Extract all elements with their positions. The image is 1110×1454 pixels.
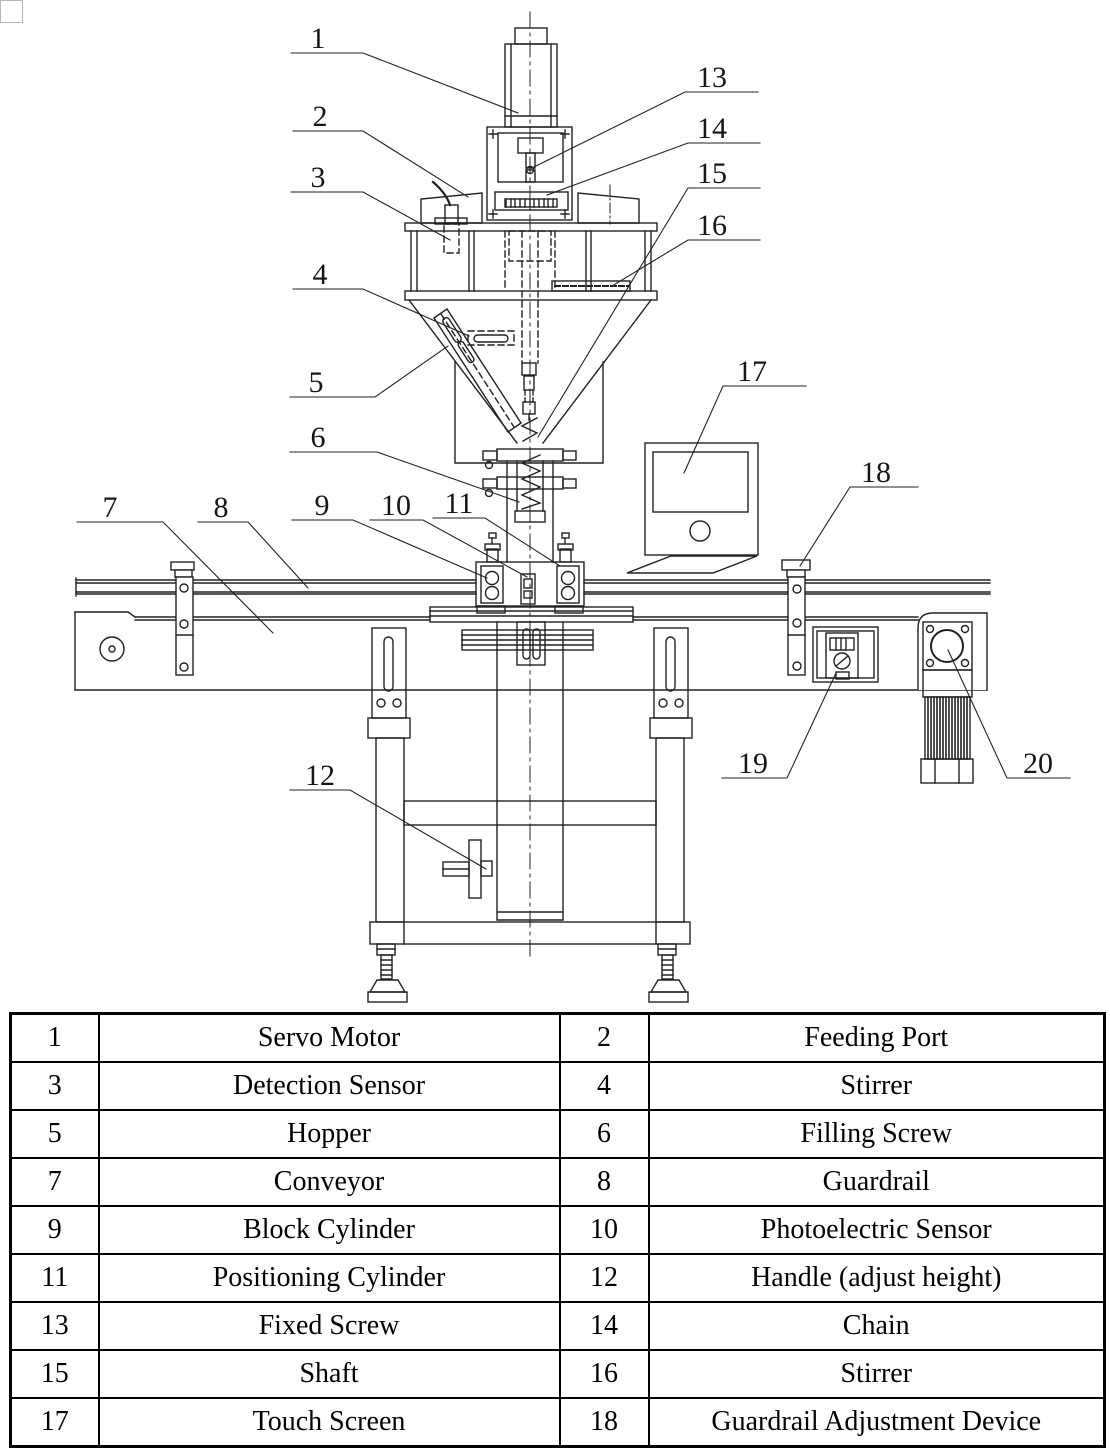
callout-labels: 1 2 3 4 5 6 7 8 9 10 11 12 13 14 15 16 1… [103, 22, 1054, 792]
cylinder-assembly-drawing [475, 532, 585, 614]
part-name-cell: Stirrer [647, 1349, 1106, 1399]
part-number-cell: 11 [9, 1253, 100, 1303]
part-name-cell: Feeding Port [647, 1012, 1106, 1063]
part-number-cell: 12 [558, 1253, 650, 1303]
guardrail-adjustment-device-drawing [781, 559, 811, 676]
part-number-cell: 10 [558, 1205, 650, 1255]
table-row: 9 Block Cylinder 10 Photoelectric Sensor [9, 1205, 1106, 1255]
callout-label-3: 3 [311, 161, 326, 194]
guardrail-drawing [75, 577, 991, 597]
table-row: 1 Servo Motor 2 Feeding Port [9, 1012, 1106, 1063]
part-name-cell: Servo Motor [97, 1012, 561, 1063]
part-number-cell: 15 [9, 1349, 100, 1399]
part-number-cell: 3 [9, 1061, 100, 1111]
part-name-cell: Chain [647, 1301, 1106, 1351]
drive-motor-drawing [917, 612, 988, 784]
part-name-cell: Stirrer [647, 1061, 1106, 1111]
shaft-drawing [520, 230, 539, 442]
callout-label-9: 9 [315, 489, 330, 522]
callout-label-14: 14 [697, 112, 727, 145]
part-number-cell: 4 [558, 1061, 650, 1111]
table-row: 7 Conveyor 8 Guardrail [9, 1157, 1106, 1207]
machine-diagram: 1 2 3 4 5 6 7 8 9 10 11 12 13 14 15 16 1… [74, 11, 1071, 1003]
part-name-cell: Touch Screen [97, 1397, 561, 1448]
base-plates-drawing [429, 606, 634, 666]
part-number-cell: 18 [558, 1397, 650, 1448]
part-number-cell: 17 [9, 1397, 100, 1448]
callout-label-12: 12 [305, 759, 335, 792]
part-number-cell: 9 [9, 1205, 100, 1255]
table-row: 3 Detection Sensor 4 Stirrer [9, 1061, 1106, 1111]
part-name-cell: Guardrail [647, 1157, 1106, 1207]
table-row: 11 Positioning Cylinder 12 Handle (adjus… [9, 1253, 1106, 1303]
parts-table: 1 Servo Motor 2 Feeding Port 3 Detection… [9, 1012, 1106, 1448]
stirrer-drawing [433, 308, 522, 433]
callout-label-5: 5 [309, 366, 324, 399]
part-number-cell: 8 [558, 1157, 650, 1207]
control-panel-drawing [812, 626, 879, 683]
chain-drawing [494, 191, 569, 211]
callout-label-15: 15 [697, 157, 727, 190]
part-number-cell: 16 [558, 1349, 650, 1399]
part-number-cell: 14 [558, 1301, 650, 1351]
table-row: 17 Touch Screen 18 Guardrail Adjustment … [9, 1397, 1106, 1448]
page-corner-box [0, 0, 23, 23]
callout-label-17: 17 [737, 355, 767, 388]
part-name-cell: Detection Sensor [97, 1061, 561, 1111]
touch-screen-drawing [626, 442, 759, 574]
part-name-cell: Shaft [97, 1349, 561, 1399]
filling-screw-drawing [482, 448, 577, 563]
gearbox-drawing [486, 126, 573, 221]
part-name-cell: Positioning Cylinder [97, 1253, 561, 1303]
callout-label-16: 16 [697, 209, 727, 242]
part-name-cell: Block Cylinder [97, 1205, 561, 1255]
part-name-cell: Fixed Screw [97, 1301, 561, 1351]
part-number-cell: 1 [9, 1012, 100, 1063]
table-row: 13 Fixed Screw 14 Chain [9, 1301, 1106, 1351]
leveling-foot-right [648, 943, 689, 1003]
part-number-cell: 13 [9, 1301, 100, 1351]
part-name-cell: Handle (adjust height) [647, 1253, 1106, 1303]
hopper-top-casing [404, 222, 658, 301]
callout-label-10: 10 [381, 489, 411, 522]
hopper-drawing [408, 299, 652, 464]
callout-label-19: 19 [738, 747, 768, 780]
leveling-foot-left [367, 943, 408, 1003]
left-rail-bracket-drawing [170, 561, 195, 676]
conveyor-drawing [74, 611, 988, 691]
part-name-cell: Guardrail Adjustment Device [647, 1397, 1106, 1448]
part-name-cell: Conveyor [97, 1157, 561, 1207]
part-name-cell: Filling Screw [647, 1109, 1106, 1159]
part-name-cell: Photoelectric Sensor [647, 1205, 1106, 1255]
callout-label-7: 7 [103, 491, 118, 524]
table-row: 15 Shaft 16 Stirrer [9, 1349, 1106, 1399]
stand-drawing [367, 621, 693, 1003]
callout-label-1: 1 [311, 22, 326, 55]
stirrer-bar-drawing [551, 280, 631, 292]
part-number-cell: 5 [9, 1109, 100, 1159]
part-number-cell: 7 [9, 1157, 100, 1207]
callout-leader-lines [76, 52, 1071, 870]
callout-label-8: 8 [214, 491, 229, 524]
part-number-cell: 2 [558, 1012, 650, 1063]
callout-label-18: 18 [861, 456, 891, 489]
callout-label-20: 20 [1023, 747, 1053, 780]
callout-label-4: 4 [313, 258, 328, 291]
height-adjust-handle-drawing [442, 839, 493, 899]
part-name-cell: Hopper [97, 1109, 561, 1159]
table-row: 5 Hopper 6 Filling Screw [9, 1109, 1106, 1159]
callout-label-2: 2 [313, 100, 328, 133]
servo-motor-drawing [504, 27, 558, 128]
callout-label-13: 13 [697, 61, 727, 94]
callout-label-6: 6 [311, 421, 326, 454]
fixed-screw-drawing [517, 137, 544, 183]
part-number-cell: 6 [558, 1109, 650, 1159]
callout-label-11: 11 [445, 487, 474, 520]
